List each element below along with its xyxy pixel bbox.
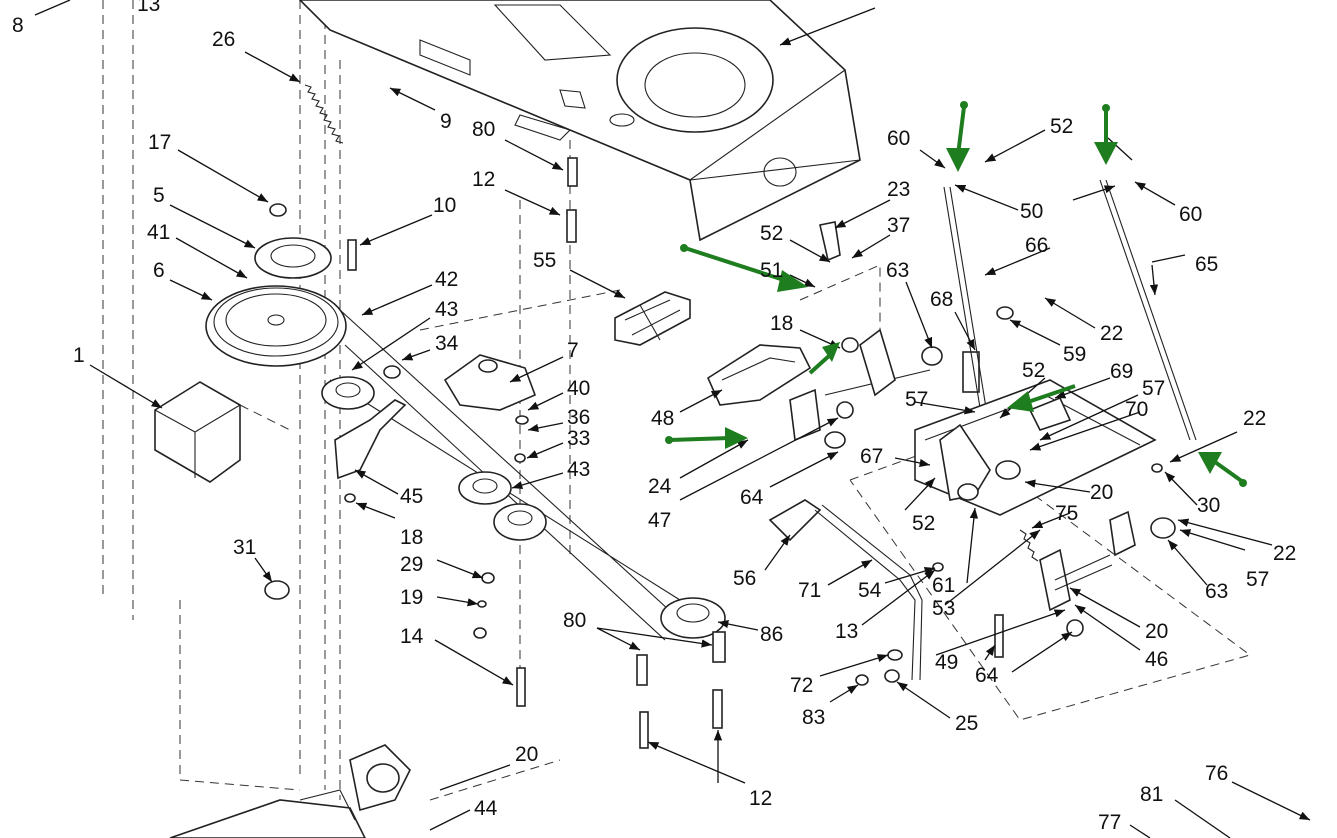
- label-70: 70: [1125, 398, 1148, 421]
- label-64-mid: 64: [740, 486, 764, 509]
- label-80-top: 80: [472, 118, 495, 141]
- label-57-c: 57: [1246, 568, 1269, 591]
- label-24: 24: [648, 475, 672, 498]
- label-68: 68: [930, 288, 953, 311]
- label-40: 40: [567, 377, 590, 400]
- label-50: 50: [1020, 200, 1043, 223]
- label-18-left: 18: [400, 526, 423, 549]
- label-52-b: 52: [760, 222, 783, 245]
- label-22-bottom: 22: [1273, 542, 1296, 565]
- label-20-right: 20: [1145, 620, 1168, 643]
- label-12-top: 12: [472, 168, 495, 191]
- label-43-b: 43: [567, 458, 590, 481]
- label-48: 48: [651, 407, 674, 430]
- label-53: 53: [932, 597, 955, 620]
- tractor-frame: [298, 0, 861, 242]
- label-12-bottom: 12: [749, 787, 772, 810]
- label-23: 23: [887, 178, 910, 201]
- label-1: 1: [73, 344, 85, 367]
- label-14: 14: [400, 625, 424, 648]
- label-72: 72: [790, 674, 813, 697]
- label-57-b: 57: [1142, 377, 1165, 400]
- label-71: 71: [798, 579, 821, 602]
- label-25: 25: [955, 712, 978, 735]
- label-13: 13: [835, 620, 858, 643]
- brackets-center: [154, 291, 691, 483]
- label-22-mid: 22: [1243, 407, 1266, 430]
- label-33: 33: [567, 427, 590, 450]
- label-8: 8: [12, 14, 24, 37]
- label-54: 54: [858, 579, 882, 602]
- label-31: 31: [233, 536, 256, 559]
- label-44: 44: [474, 797, 498, 820]
- label-56: 56: [733, 567, 756, 590]
- label-67: 67: [860, 445, 883, 468]
- label-19: 19: [400, 586, 423, 609]
- label-7: 7: [567, 339, 579, 362]
- label-29: 29: [400, 553, 423, 576]
- label-63-top: 63: [886, 259, 909, 282]
- label-77: 77: [1098, 811, 1121, 834]
- label-64-bottom: 64: [975, 664, 999, 687]
- label-60-left: 60: [887, 127, 910, 150]
- label-63-bottom: 63: [1205, 580, 1228, 603]
- label-17: 17: [148, 131, 171, 154]
- label-66: 66: [1025, 234, 1048, 257]
- label-9: 9: [440, 110, 452, 133]
- label-81: 81: [1140, 783, 1163, 806]
- label-57-a: 57: [905, 388, 928, 411]
- label-20-mid: 20: [1090, 481, 1113, 504]
- label-41: 41: [147, 221, 170, 244]
- label-59: 59: [1063, 343, 1086, 366]
- label-37: 37: [887, 214, 910, 237]
- label-52-top: 52: [1050, 115, 1073, 138]
- label-49: 49: [935, 651, 958, 674]
- label-51: 51: [760, 259, 783, 282]
- label-20-bottom: 20: [515, 743, 538, 766]
- label-6: 6: [153, 259, 165, 282]
- label-30: 30: [1197, 494, 1220, 517]
- label-61: 61: [932, 574, 955, 597]
- axle-assembly: [169, 744, 411, 838]
- label-86: 86: [760, 623, 783, 646]
- label-34: 34: [435, 332, 459, 355]
- label-65: 65: [1195, 253, 1218, 276]
- spring-26: [304, 84, 344, 144]
- label-69: 69: [1110, 360, 1133, 383]
- label-47: 47: [648, 509, 671, 532]
- label-76: 76: [1205, 762, 1228, 785]
- label-36: 36: [567, 406, 590, 429]
- label-80-bottom: 80: [563, 609, 586, 632]
- label-45: 45: [400, 485, 423, 508]
- label-5: 5: [153, 184, 165, 207]
- label-52-d: 52: [1022, 359, 1045, 382]
- label-43-a: 43: [435, 298, 458, 321]
- label-75: 75: [1055, 502, 1078, 525]
- label-13-top: 13: [137, 0, 160, 16]
- label-26: 26: [212, 28, 235, 51]
- part-number-labels: 8 13 26 9 80 12 17 10 5 41 6 42 43 34 1 …: [12, 0, 1296, 834]
- pulley-stack-left: [205, 157, 726, 749]
- highlight-arrows: [665, 101, 1247, 487]
- label-46: 46: [1145, 648, 1168, 671]
- label-60-right: 60: [1179, 203, 1202, 226]
- label-42: 42: [435, 268, 458, 291]
- label-52-c: 52: [912, 512, 935, 535]
- dashed-reference-lines: [102, 0, 1252, 801]
- leader-lines: [34, 0, 1311, 838]
- label-55: 55: [533, 249, 556, 272]
- label-83: 83: [802, 706, 825, 729]
- label-18-right: 18: [770, 312, 793, 335]
- label-22-top: 22: [1100, 322, 1123, 345]
- label-10: 10: [433, 194, 456, 217]
